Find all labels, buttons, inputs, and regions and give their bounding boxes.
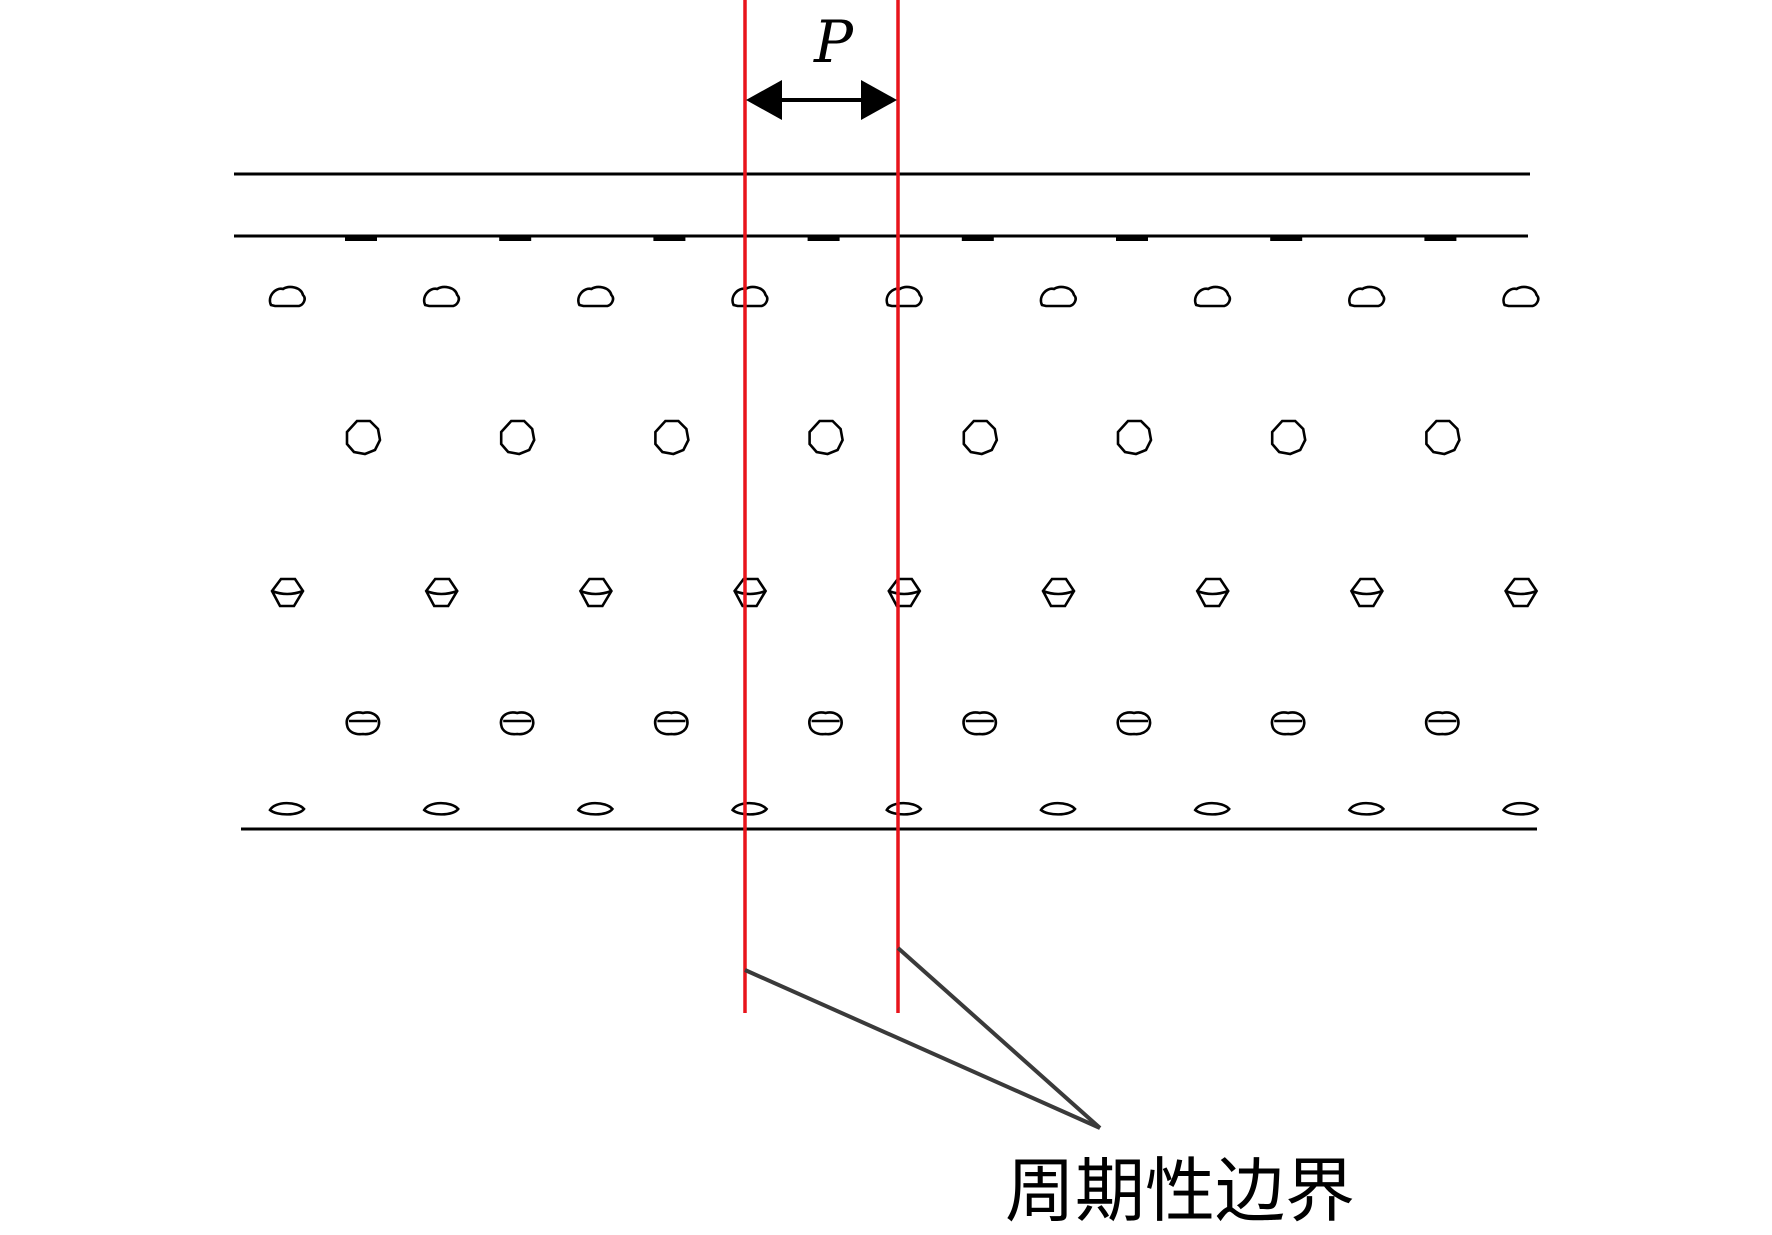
particle (270, 577, 305, 608)
electrode-strip (807, 236, 840, 241)
particle (1504, 577, 1539, 608)
particle (268, 285, 306, 308)
particle (1348, 285, 1386, 308)
particle (424, 577, 459, 608)
particle (962, 419, 999, 456)
particle (653, 711, 689, 736)
particle (887, 577, 922, 608)
particle (499, 419, 536, 456)
particle (730, 801, 769, 816)
electrode-strip (1424, 236, 1457, 241)
particle (1347, 801, 1386, 816)
particle (1039, 801, 1077, 816)
particle (1502, 285, 1540, 308)
period-arrow-right-head (861, 80, 897, 120)
particle (808, 419, 844, 456)
period-dimension: P (746, 8, 897, 120)
particle (808, 711, 843, 736)
particle (578, 577, 613, 608)
electrode-strip (1116, 236, 1148, 241)
electrode-strips (345, 236, 1457, 241)
electrode-strip (499, 236, 532, 241)
leader-line-left (744, 968, 1101, 1130)
layer-lines (234, 172, 1537, 831)
particle (1270, 419, 1307, 456)
leader-line-right (896, 946, 1102, 1130)
periodic-boundary-caption: 周期性边界 (1005, 1150, 1355, 1232)
particle (1195, 577, 1230, 608)
particle (1116, 711, 1152, 736)
particle (731, 285, 769, 308)
electrode-strip (1270, 236, 1303, 241)
particle (962, 711, 998, 736)
particle (1193, 285, 1232, 308)
particle (1193, 801, 1231, 816)
particle (268, 801, 306, 816)
periodic-boundaries (743, 0, 900, 1013)
period-arrow-left-head (746, 80, 782, 120)
particle (885, 285, 923, 308)
particle (345, 711, 381, 736)
particle (422, 801, 460, 816)
electrode-strip (345, 236, 377, 241)
particle (885, 801, 923, 816)
particle (1270, 711, 1306, 736)
electrode-strip (653, 236, 686, 241)
particle (345, 419, 382, 456)
particle (577, 285, 615, 308)
particle (1039, 285, 1077, 308)
particle-array (268, 285, 1540, 816)
particle (1116, 419, 1153, 456)
particle (733, 577, 768, 608)
boundary-leaders (744, 946, 1102, 1130)
particle (654, 419, 690, 456)
particle (1501, 801, 1540, 816)
electrode-strip (961, 236, 994, 241)
particle (1041, 577, 1076, 608)
particle (576, 801, 615, 816)
particle (499, 711, 535, 736)
period-label: P (813, 8, 854, 76)
particle (422, 285, 461, 308)
particle (1425, 419, 1461, 456)
particle (1424, 711, 1460, 736)
particle (1349, 577, 1384, 608)
